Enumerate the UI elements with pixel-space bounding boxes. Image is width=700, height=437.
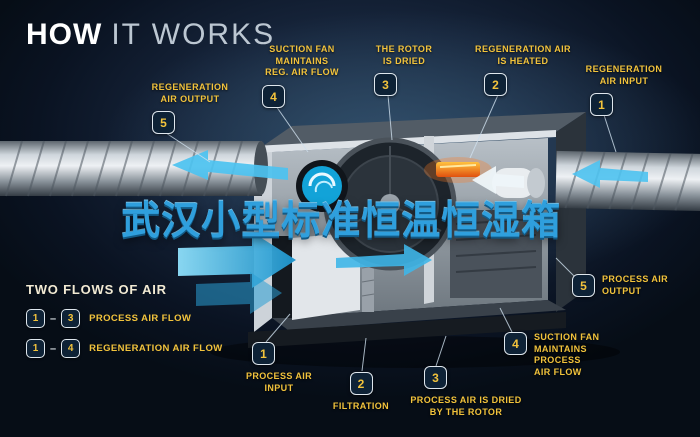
process-input-arrow — [178, 232, 296, 288]
step-badge: 2 — [484, 73, 507, 97]
process-fan-arrow — [472, 166, 524, 194]
legend-row-regeneration: 1 – 4 REGENERATION AIR FLOW — [26, 339, 223, 358]
callout-regeneration-air-heated: REGENERATION AIR IS HEATED 2 — [468, 44, 578, 97]
process-input-arrow-2 — [196, 272, 282, 314]
step-badge: 1 — [252, 342, 275, 365]
callout-suction-fan-process: 4 SUCTION FAN MAINTAINS PROCESS AIR FLOW — [504, 332, 634, 379]
callout-label: REGENERATION AIR OUTPUT — [151, 82, 229, 104]
title-secondary: IT WORKS — [111, 18, 276, 51]
range-dash: – — [50, 342, 57, 355]
callout-label: SUCTION FAN MAINTAINS REG. AIR FLOW — [265, 44, 339, 78]
leader-lines — [165, 94, 617, 372]
process-internal-arrow — [336, 244, 432, 276]
title-primary: HOW — [26, 18, 103, 51]
step-badge: 4 — [504, 332, 527, 355]
page-title: HOW IT WORKS — [26, 18, 275, 52]
callout-regeneration-air-input: REGENERATION AIR INPUT 1 — [576, 64, 672, 117]
callout-label: REGENERATION AIR INPUT — [585, 64, 663, 86]
callout-process-air-input: 1 PROCESS AIR INPUT — [236, 342, 322, 394]
step-badge: 1 — [590, 93, 613, 117]
legend-title: TWO FLOWS OF AIR — [26, 282, 167, 297]
suction-fan — [296, 160, 348, 212]
regen-input-arrow — [572, 160, 648, 188]
callout-label: PROCESS AIR OUTPUT — [602, 274, 669, 296]
callout-label: FILTRATION — [332, 401, 390, 411]
legend-row-label: PROCESS AIR FLOW — [89, 313, 192, 324]
airflow-arrows — [172, 150, 648, 314]
desiccant-rotor — [323, 137, 457, 271]
step-badge: 1 — [26, 309, 45, 328]
step-badge: 1 — [26, 339, 45, 358]
range-dash: – — [50, 312, 57, 325]
step-badge: 3 — [374, 73, 397, 97]
callout-process-air-dried: 3 PROCESS AIR IS DRIED BY THE ROTOR — [396, 366, 536, 418]
legend: TWO FLOWS OF AIR 1 – 3 PROCESS AIR FLOW … — [26, 282, 223, 369]
step-badge: 5 — [572, 274, 595, 297]
step-badge: 3 — [424, 366, 447, 389]
callout-label: SUCTION FAN MAINTAINS PROCESS AIR FLOW — [534, 332, 600, 378]
legend-row-process: 1 – 3 PROCESS AIR FLOW — [26, 309, 223, 328]
callout-label: PROCESS AIR INPUT — [245, 371, 313, 393]
watermark-text: 武汉小型标准恒温恒湿箱 — [121, 200, 562, 243]
step-badge: 4 — [262, 85, 285, 109]
step-badge: 5 — [152, 111, 175, 135]
callout-regeneration-air-output: REGENERATION AIR OUTPUT 5 — [138, 82, 242, 135]
callout-suction-fan-regen: SUCTION FAN MAINTAINS REG. AIR FLOW 4 — [250, 44, 354, 109]
step-badge: 2 — [349, 372, 373, 395]
callout-filtration: 2 FILTRATION — [326, 372, 396, 413]
callout-process-air-output: 5 PROCESS AIR OUTPUT — [572, 274, 668, 297]
heater — [424, 157, 492, 183]
callout-label: THE ROTOR IS DRIED — [375, 44, 433, 66]
legend-row-label: REGENERATION AIR FLOW — [89, 343, 223, 354]
callout-rotor-is-dried: THE ROTOR IS DRIED 3 — [360, 44, 448, 97]
regen-output-arrow — [172, 150, 288, 180]
step-badge: 4 — [61, 339, 81, 358]
callout-label: PROCESS AIR IS DRIED BY THE ROTOR — [410, 395, 522, 417]
callout-label: REGENERATION AIR IS HEATED — [475, 44, 571, 66]
step-badge: 3 — [61, 309, 81, 328]
